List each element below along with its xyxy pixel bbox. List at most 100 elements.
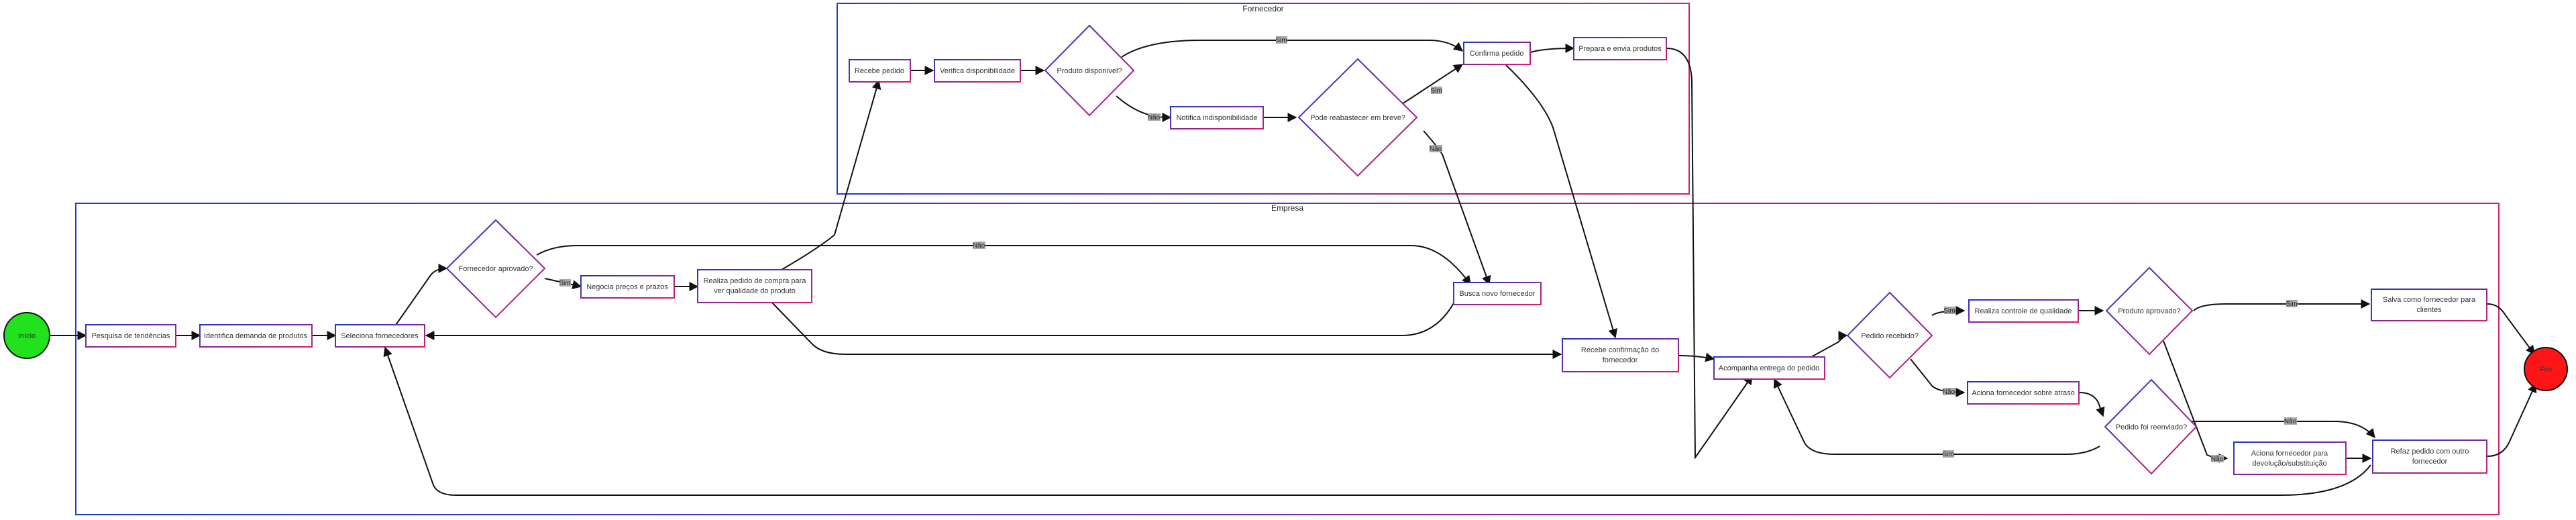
node-verifica-disponibilidade: Verifica disponibilidade: [934, 59, 1021, 83]
edge-label-aprovado-negocia: Sim: [559, 279, 571, 287]
edge-refaz-seleciona: [383, 346, 2371, 496]
node-refaz-pedido: Refaz pedido com outro fornecedor: [2372, 439, 2487, 474]
edge-reenviado-acompanha-sim: [1774, 378, 2100, 455]
edge-reabastecer-confirma-sim: [1401, 64, 1464, 105]
lane-supplier-border: [837, 3, 1690, 195]
decision-produto-disponivel: Produto disponível?: [1044, 24, 1135, 117]
edge-label-aprovado-busca: Não: [973, 242, 985, 250]
node-confirma-pedido: Confirma pedido: [1463, 42, 1531, 65]
edge-label-disponivel-notifica: Não: [1148, 113, 1161, 121]
edge-label-reabastecer-busca: Não: [1430, 145, 1442, 153]
svg-text:Pode reabastecer em breve?: Pode reabastecer em breve?: [1310, 114, 1405, 122]
edge-reabastecer-busca-nao: [1423, 130, 1491, 286]
edge-label-aprovado-devolucao: Não: [2211, 455, 2224, 463]
node-realiza-pedido: Realiza pedido de compra para ver qualid…: [697, 269, 812, 303]
end-node: Fim: [2524, 347, 2568, 391]
node-identifica-demanda: Identifica demanda de produtos: [199, 324, 313, 348]
svg-text:Realiza controle de qualidade: Realiza controle de qualidade: [1975, 307, 2072, 315]
edge-label-recebido-controle: Sim: [1943, 307, 1955, 315]
svg-text:Aciona fornecedor sobre atraso: Aciona fornecedor sobre atraso: [1972, 389, 2074, 397]
node-salva-fornecedor: Salva como fornecedor para clientes: [2371, 289, 2487, 321]
svg-text:Não: Não: [1148, 114, 1161, 121]
node-negocia-precos: Negocia preços e prazos: [580, 275, 675, 299]
svg-text:Acompanha entrega do pedido: Acompanha entrega do pedido: [1719, 364, 1819, 372]
svg-text:Não: Não: [2211, 456, 2224, 463]
svg-text:Pedido recebido?: Pedido recebido?: [1861, 332, 1919, 340]
edge-recebido-atraso-nao: [1910, 358, 1966, 397]
svg-text:Confirma pedido: Confirma pedido: [1470, 50, 1524, 58]
edge-label-reenviado-refaz: Não: [2284, 417, 2297, 425]
node-aciona-devolucao: Aciona fornecedor para devolução/substit…: [2233, 441, 2347, 475]
node-controle-qualidade: Realiza controle de qualidade: [1968, 299, 2079, 323]
edge-labels: Sim Não Sim Não Sim Não Sim Não: [559, 36, 2298, 463]
node-notifica-indisponibilidade: Notifica indisponibilidade: [1170, 106, 1264, 129]
edge-aprovado-busca-nao: [536, 245, 1471, 286]
svg-text:Prepara e envia produtos: Prepara e envia produtos: [1578, 45, 1662, 53]
svg-text:Sim: Sim: [1275, 37, 1287, 44]
node-seleciona-fornecedores: Seleciona fornecedores: [335, 324, 425, 348]
svg-text:Recebe pedido: Recebe pedido: [855, 67, 904, 75]
svg-text:Sim: Sim: [1942, 451, 1953, 458]
svg-text:Salva como fornecedor para: Salva como fornecedor para: [2383, 296, 2476, 304]
decision-fornecedor-aprovado: Fornecedor aprovado?: [445, 219, 546, 319]
svg-text:Busca novo fornecedor: Busca novo fornecedor: [1459, 290, 1535, 298]
edge-label-recebido-atraso: Não: [1943, 388, 1955, 396]
svg-text:Identifica demanda de produtos: Identifica demanda de produtos: [204, 332, 308, 340]
decision-pode-reabastecer: Pode reabastecer em breve?: [1297, 58, 1418, 177]
svg-text:Refaz pedido com outro: Refaz pedido com outro: [2391, 448, 2469, 456]
edge-realiza-recebe-confirmacao: [771, 301, 1562, 359]
node-prepara-envia: Prepara e envia produtos: [1573, 37, 1667, 60]
svg-text:Sim: Sim: [2286, 301, 2297, 308]
edge-confirma-prepara: [1530, 44, 1575, 54]
svg-text:Fornecedor aprovado?: Fornecedor aprovado?: [458, 265, 533, 273]
lane-company-title: Empresa: [1271, 203, 1303, 213]
svg-text:Início: Início: [18, 332, 36, 340]
svg-text:Pesquisa de tendências: Pesquisa de tendências: [92, 332, 170, 340]
edge-label-disponivel-confirma: Sim: [1275, 36, 1287, 44]
svg-text:Pedido foi reenviado?: Pedido foi reenviado?: [2116, 423, 2187, 431]
start-node: Início: [3, 312, 50, 359]
svg-text:Sim: Sim: [1430, 87, 1442, 95]
svg-text:Produto disponível?: Produto disponível?: [1057, 67, 1122, 75]
edge-seleciona-aprovado: [392, 264, 448, 329]
edge-aprovado-salva-sim: [2193, 299, 2371, 311]
edge-disponivel-notifica-nao: [1116, 95, 1172, 122]
lane-supplier: Fornecedor: [837, 3, 1690, 195]
svg-text:Seleciona fornecedores: Seleciona fornecedores: [341, 332, 419, 340]
lane-company-border: [75, 203, 2500, 515]
svg-text:ver qualidade do produto: ver qualidade do produto: [714, 287, 796, 295]
svg-text:Recebe confirmação do: Recebe confirmação do: [1581, 346, 1659, 354]
edge-refaz-fim: [2487, 382, 2537, 457]
decision-produto-aprovado: Produto aprovado?: [2105, 266, 2194, 356]
edge-realiza-recebe-pedido: [781, 79, 881, 270]
node-aciona-atraso: Aciona fornecedor sobre atraso: [1967, 381, 2080, 405]
edge-recebe-confirmacao-acompanha: [1678, 352, 1715, 362]
edges: [50, 40, 2537, 496]
decision-pedido-recebido: Pedido recebido?: [1846, 291, 1933, 379]
edge-recebido-controle-sim: [1931, 306, 1966, 316]
node-recebe-confirmacao: Recebe confirmação do fornecedor: [1562, 338, 1679, 372]
svg-text:Não: Não: [1430, 146, 1442, 153]
node-pesquisa-tendencias: Pesquisa de tendências: [85, 324, 176, 348]
svg-text:devolução/substituição: devolução/substituição: [2252, 460, 2326, 468]
edge-disponivel-confirma-sim: [1121, 40, 1464, 58]
edge-acompanha-recebido: [1811, 331, 1848, 358]
edge-label-reenviado-acompanha: Sim: [1942, 450, 1954, 458]
svg-text:fornecedor: fornecedor: [2412, 458, 2448, 466]
svg-text:fornecedor: fornecedor: [1603, 356, 1638, 364]
edge-label-reabastecer-confirma: Sim: [1430, 87, 1442, 95]
svg-text:Sim: Sim: [559, 280, 570, 287]
svg-text:Realiza pedido de compra para: Realiza pedido de compra para: [704, 277, 807, 285]
svg-text:Não: Não: [1943, 388, 1955, 396]
edge-confirma-recebe-confirmacao: [1505, 64, 1618, 339]
lane-company: Empresa: [75, 203, 2500, 515]
node-acompanha-entrega: Acompanha entrega do pedido: [1713, 356, 1825, 380]
svg-text:Verifica disponibilidade: Verifica disponibilidade: [940, 67, 1015, 75]
edge-prepara-acompanha: [1666, 48, 1753, 460]
svg-text:Sim: Sim: [1943, 307, 1955, 315]
svg-text:Aciona fornecedor para: Aciona fornecedor para: [2251, 450, 2328, 458]
lane-supplier-title: Fornecedor: [1242, 4, 1283, 13]
svg-text:Fim: Fim: [2540, 366, 2552, 374]
svg-text:Não: Não: [973, 242, 985, 250]
